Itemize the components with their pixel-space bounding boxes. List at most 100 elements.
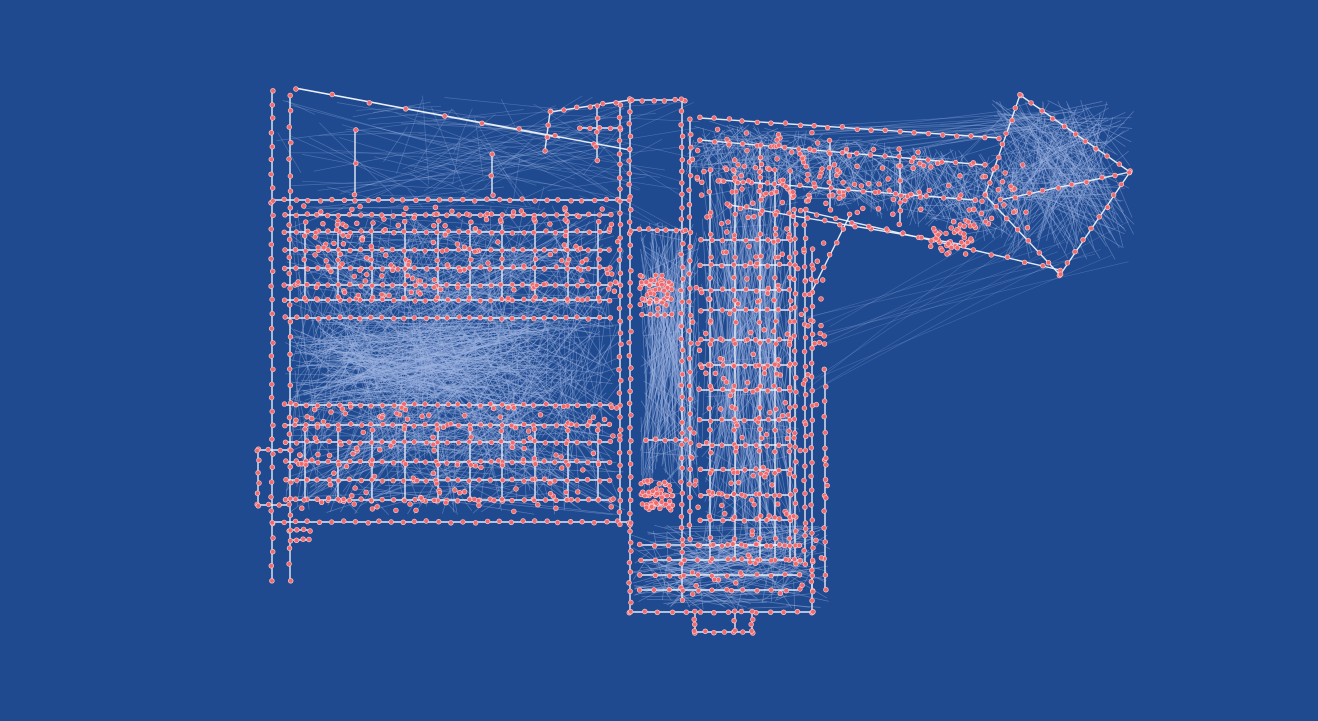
graph-node	[455, 242, 460, 247]
graph-node	[772, 384, 777, 389]
graph-node	[909, 192, 914, 197]
graph-node	[945, 252, 950, 257]
graph-node	[627, 580, 632, 585]
graph-edge	[676, 249, 691, 251]
graph-node	[270, 437, 275, 442]
graph-node	[706, 489, 711, 494]
graph-node	[348, 266, 353, 271]
graph-node	[269, 227, 274, 232]
graph-node	[287, 237, 292, 242]
graph-node	[1010, 118, 1015, 123]
graph-node	[1097, 214, 1102, 219]
graph-node	[1056, 186, 1061, 191]
graph-node	[640, 490, 645, 495]
graph-node	[299, 461, 304, 466]
graph-node	[687, 299, 692, 304]
graph-edge	[748, 607, 790, 608]
graph-node	[271, 423, 276, 428]
graph-node	[357, 316, 362, 321]
graph-node	[944, 231, 949, 236]
graph-node	[288, 383, 293, 388]
graph-node	[679, 311, 684, 316]
graph-node	[469, 220, 474, 225]
graph-node	[738, 206, 743, 211]
graph-node	[823, 456, 828, 461]
graph-node	[629, 329, 634, 334]
graph-node	[522, 498, 527, 503]
graph-node	[270, 144, 275, 149]
graph-node	[673, 438, 678, 443]
graph-node	[369, 229, 374, 234]
graph-node	[282, 197, 287, 202]
graph-node	[594, 144, 599, 149]
graph-node	[772, 168, 777, 173]
graph-node	[347, 298, 352, 303]
graph-node	[898, 164, 903, 169]
graph-node	[924, 194, 929, 199]
graph-node	[498, 218, 503, 223]
graph-node	[680, 420, 685, 425]
graph-edge	[916, 157, 917, 181]
graph-node	[730, 405, 735, 410]
graph-node	[687, 271, 692, 276]
graph-node	[928, 244, 933, 249]
graph-node	[733, 255, 738, 260]
graph-node	[600, 207, 605, 212]
graph-node	[769, 588, 774, 593]
graph-node	[810, 568, 815, 573]
graph-node	[679, 456, 684, 461]
graph-node	[534, 283, 539, 288]
graph-node	[1113, 173, 1118, 178]
graph-node	[532, 316, 537, 321]
graph-node	[803, 307, 808, 312]
graph-node	[628, 498, 633, 503]
graph-node	[287, 255, 292, 260]
graph-node	[348, 315, 353, 320]
graph-node	[402, 427, 407, 432]
graph-edge	[890, 202, 893, 210]
graph-node	[586, 284, 591, 289]
graph-node	[783, 400, 788, 405]
graph-node	[269, 157, 274, 162]
graph-node	[553, 403, 558, 408]
graph-node	[680, 265, 685, 270]
graph-node	[609, 222, 614, 227]
graph-node	[688, 426, 693, 431]
graph-node	[564, 212, 569, 217]
graph-node	[729, 481, 734, 486]
graph-node	[288, 496, 293, 501]
graph-node	[1024, 210, 1029, 215]
graph-node	[771, 329, 776, 334]
graph-node	[665, 493, 670, 498]
graph-node	[446, 402, 451, 407]
graph-node	[288, 140, 293, 145]
graph-node	[662, 99, 667, 104]
graph-node	[721, 179, 726, 184]
graph-node	[773, 471, 778, 476]
graph-node	[288, 401, 293, 406]
graph-node	[564, 441, 569, 446]
graph-node	[797, 543, 802, 548]
graph-node	[743, 363, 748, 368]
graph-node	[432, 285, 437, 290]
graph-node	[801, 382, 806, 387]
graph-node	[342, 290, 347, 295]
graph-node	[680, 157, 685, 162]
graph-node	[363, 279, 368, 284]
graph-node	[412, 440, 417, 445]
graph-node	[521, 402, 526, 407]
graph-edge	[534, 104, 689, 201]
graph-node	[347, 440, 352, 445]
graph-node	[940, 133, 945, 138]
graph-node	[1013, 106, 1018, 111]
graph-node	[423, 299, 428, 304]
graph-node	[637, 573, 642, 578]
graph-node	[480, 121, 485, 126]
graph-node	[997, 136, 1002, 141]
graph-node	[336, 478, 341, 483]
graph-node	[743, 388, 748, 393]
graph-node	[897, 222, 902, 227]
graph-node	[473, 226, 478, 231]
graph-node	[554, 265, 559, 270]
graph-node	[575, 490, 580, 495]
